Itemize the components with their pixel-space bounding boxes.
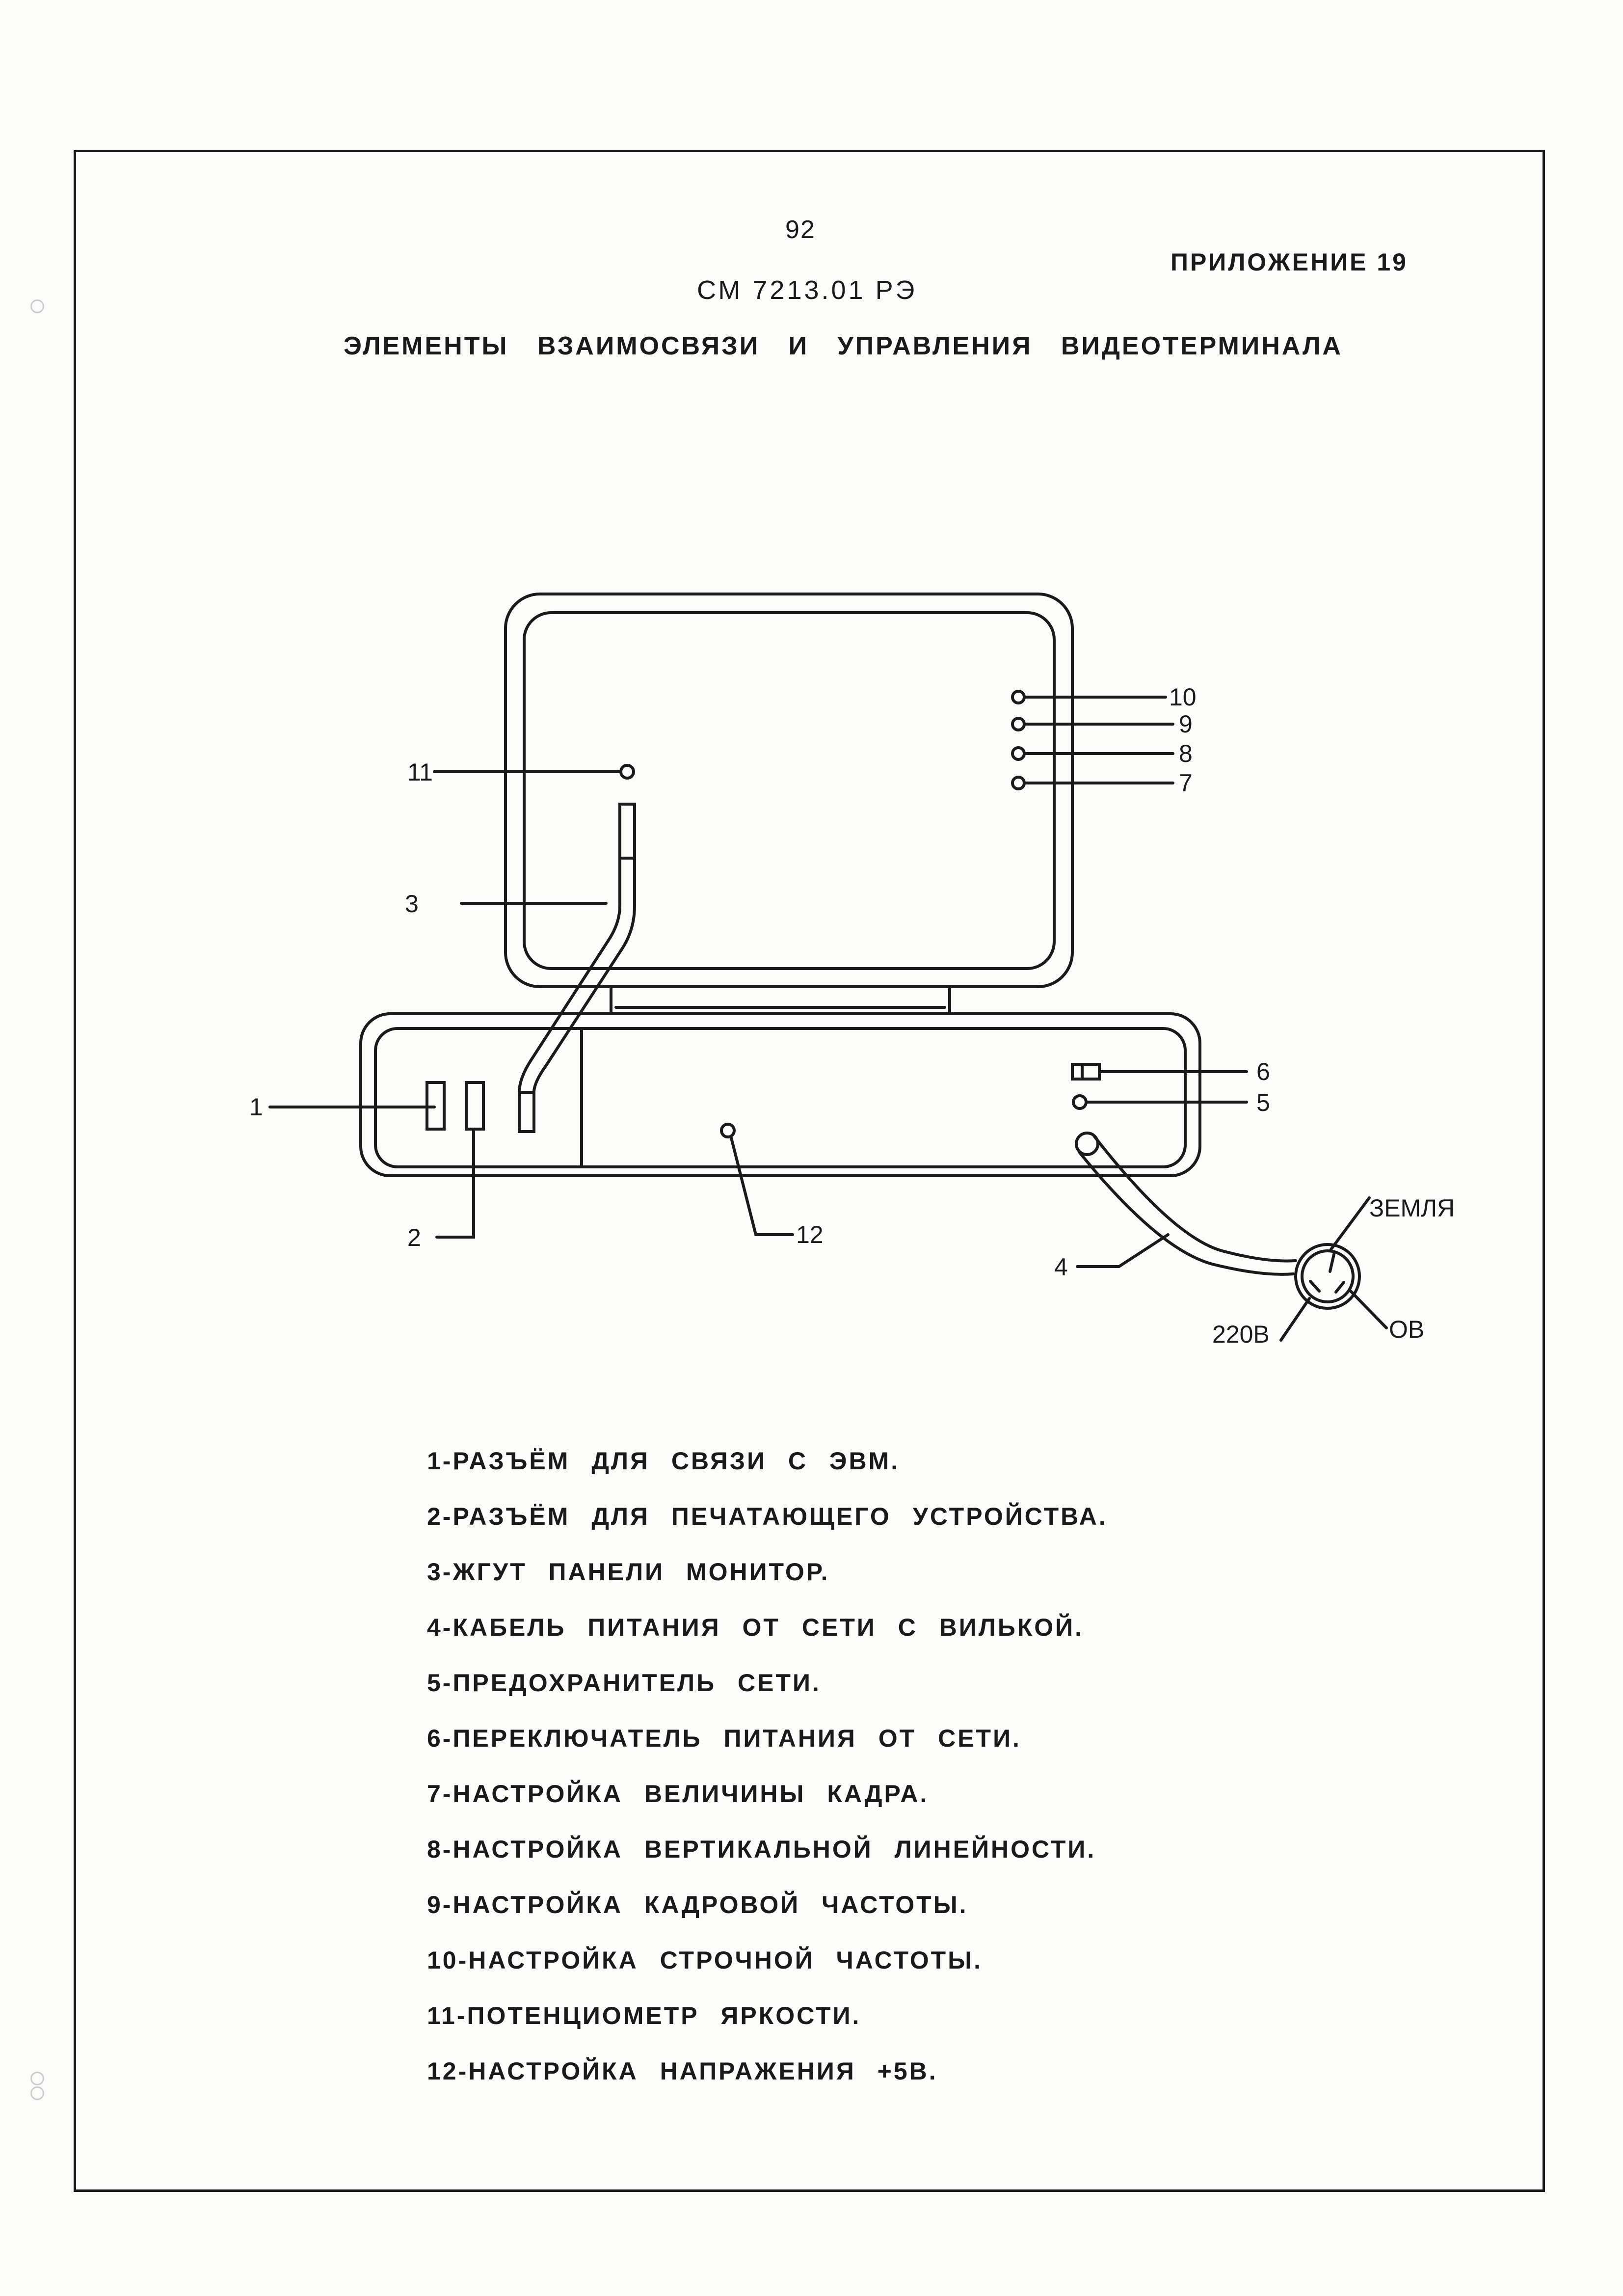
page-number: 92: [785, 216, 816, 244]
callout-2: 2: [407, 1224, 421, 1251]
harness-cable: [532, 857, 636, 1094]
voltage-adjust: [720, 1123, 736, 1138]
callout-3: 3: [405, 890, 419, 918]
power-plug-face: [1301, 1249, 1355, 1303]
adjust-knob-10: [1011, 690, 1026, 704]
plug-ground-pin: [1329, 1253, 1335, 1273]
monitor-outer-frame: [504, 593, 1074, 988]
leader-line-0v: [1349, 1290, 1388, 1329]
printer-connector: [465, 1081, 485, 1131]
legend-item: 7-НАСТРОЙКА ВЕЛИЧИНЫ КАДРА.: [427, 1780, 929, 1808]
binder-hole-mark: [30, 2072, 44, 2085]
leader-line-12: [730, 1136, 794, 1236]
legend-item: 6-ПЕРЕКЛЮЧАТЕЛЬ ПИТАНИЯ ОТ СЕТИ.: [427, 1725, 1021, 1752]
plug-neutral-label: ОВ: [1389, 1316, 1424, 1343]
legend-item: 9-НАСТРОЙКА КАДРОВОЙ ЧАСТОТЫ.: [427, 1891, 968, 1918]
legend-item: 4-КАБЕЛЬ ПИТАНИЯ ОТ СЕТИ С ВИЛЬКОЙ.: [427, 1614, 1084, 1641]
legend-item: 5-ПРЕДОХРАНИТЕЛЬ СЕТИ.: [427, 1669, 821, 1697]
leader-line-2: [435, 1128, 475, 1239]
brightness-potentiometer: [619, 764, 635, 780]
document-code: СМ 7213.01 РЭ: [697, 275, 917, 305]
appendix-label: ПРИЛОЖЕНИЕ 19: [1171, 248, 1408, 276]
callout-9: 9: [1179, 710, 1193, 738]
base-unit-outer: [359, 1012, 1201, 1177]
callout-10: 10: [1169, 683, 1197, 711]
base-unit-panel: [374, 1027, 1187, 1168]
binder-hole-mark: [30, 2086, 44, 2100]
callout-5: 5: [1256, 1089, 1270, 1116]
leader-line-220v: [1279, 1297, 1311, 1342]
callout-8: 8: [1179, 740, 1193, 767]
adjust-knob-9: [1011, 717, 1026, 731]
legend-item: 12-НАСТРОЙКА НАПРАЖЕНИЯ +5В.: [427, 2057, 938, 2085]
legend-item: 10-НАСТРОЙКА СТРОЧНОЙ ЧАСТОТЫ.: [427, 1946, 983, 1974]
harness-plug-top: [618, 803, 636, 860]
legend-list: 1-РАЗЪЁМ ДЛЯ СВЯЗИ С ЭВМ. 2-РАЗЪЁМ ДЛЯ П…: [427, 1433, 1108, 2099]
power-cable: [1078, 1151, 1295, 1276]
harness-cable: [518, 857, 621, 1094]
mains-fuse: [1072, 1094, 1088, 1110]
plug-neutral-pin: [1334, 1281, 1345, 1294]
binder-hole-mark: [30, 299, 44, 313]
power-switch: [1071, 1063, 1101, 1080]
adjust-knob-7: [1011, 776, 1026, 790]
page-title: ЭЛЕМЕНТЫ ВЗАИМОСВЯЗИ И УПРАВЛЕНИЯ ВИДЕОТ…: [344, 332, 1343, 360]
callout-6: 6: [1256, 1058, 1270, 1085]
plug-ground-label: ЗЕМЛЯ: [1369, 1194, 1455, 1222]
power-plug: [1294, 1243, 1361, 1310]
plug-live-pin: [1309, 1280, 1321, 1293]
harness-plug-bottom: [518, 1091, 535, 1133]
leader-line-4: [1076, 1233, 1170, 1268]
cable-entry: [1075, 1132, 1099, 1156]
monitor-stand: [610, 985, 951, 1015]
callout-11: 11: [407, 758, 433, 786]
legend-item: 3-ЖГУТ ПАНЕЛИ МОНИТОР.: [427, 1558, 830, 1586]
callout-4: 4: [1054, 1253, 1068, 1281]
callout-12: 12: [796, 1221, 824, 1248]
plug-live-label: 220В: [1212, 1321, 1270, 1348]
legend-item: 2-РАЗЪЁМ ДЛЯ ПЕЧАТАЮЩЕГО УСТРОЙСТВА.: [427, 1503, 1108, 1530]
page-frame: [74, 150, 1545, 2192]
legend-item: 1-РАЗЪЁМ ДЛЯ СВЯЗИ С ЭВМ.: [427, 1447, 900, 1475]
power-cable: [1093, 1135, 1297, 1263]
leader-line-ground: [1330, 1196, 1371, 1251]
callout-1: 1: [249, 1093, 263, 1121]
legend-item: 11-ПОТЕНЦИОМЕТР ЯРКОСТИ.: [427, 2002, 861, 2029]
adjust-knob-8: [1011, 746, 1026, 761]
monitor-screen: [523, 611, 1056, 970]
callout-7: 7: [1179, 769, 1193, 797]
legend-item: 8-НАСТРОЙКА ВЕРТИКАЛЬНОЙ ЛИНЕЙНОСТИ.: [427, 1836, 1096, 1863]
